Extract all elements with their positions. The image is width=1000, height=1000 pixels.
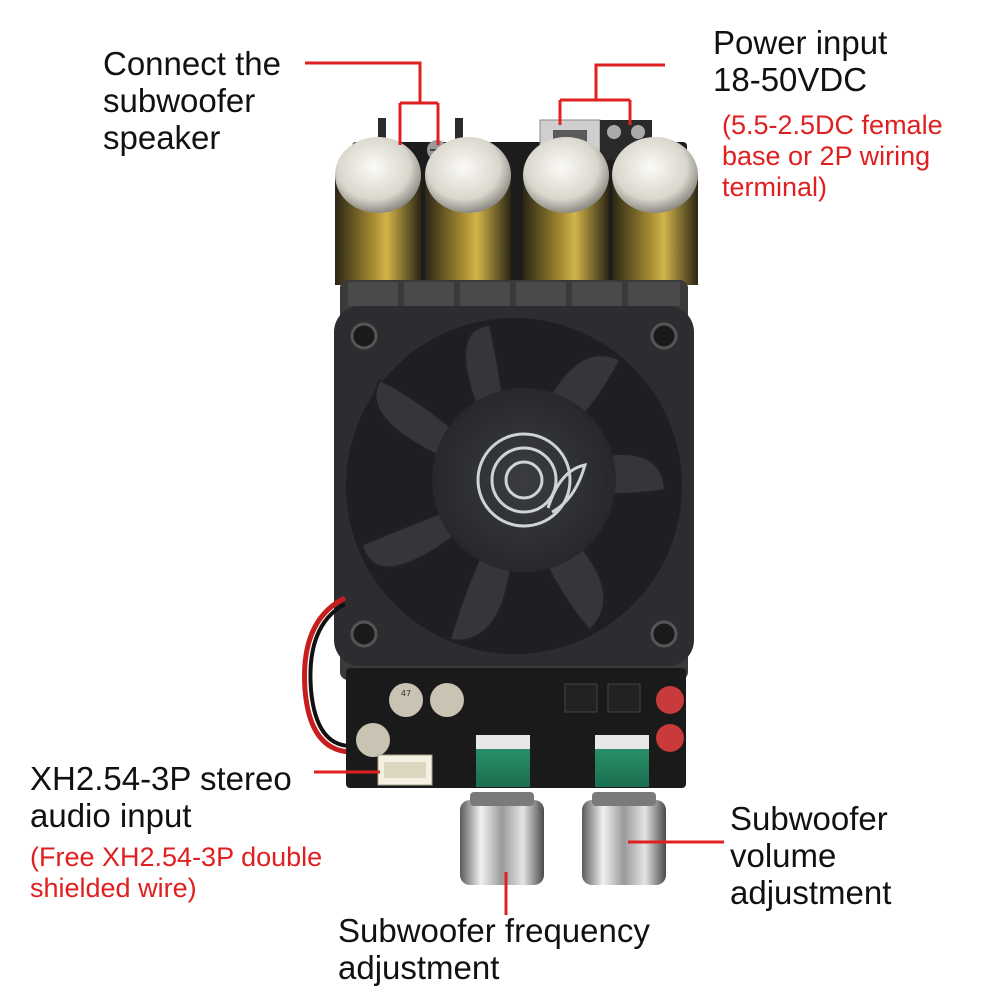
callout-audio-note: (Free XH2.54-3P double shielded wire)	[30, 842, 323, 903]
frequency-knob	[460, 792, 544, 885]
red-capacitors	[656, 686, 684, 752]
capacitor-2	[425, 137, 511, 285]
potentiometer-left	[476, 735, 530, 787]
callout-power-input: Power input 18-50VDC	[713, 24, 888, 98]
capacitor-3	[523, 137, 609, 285]
callout-power-note: (5.5-2.5DC female base or 2P wiring term…	[722, 110, 943, 202]
fan-screws	[350, 322, 678, 648]
callout-subwoofer-speaker: Connect the subwoofer speaker	[103, 45, 281, 156]
callout-frequency: Subwoofer frequency adjustment	[338, 912, 650, 986]
small-capacitor-2	[430, 683, 464, 717]
inductors	[564, 683, 641, 713]
power-callout-line	[558, 63, 665, 125]
xh254-input-connector	[377, 754, 433, 786]
fan-hub	[432, 388, 616, 572]
speaker-callout-line	[305, 61, 440, 145]
potentiometer-right	[595, 735, 649, 787]
callout-volume: Subwoofer volume adjustment	[730, 800, 892, 911]
fan-wire	[302, 595, 351, 755]
small-capacitor-3	[356, 723, 390, 757]
volume-knob	[582, 792, 666, 885]
callout-audio-input: XH2.54-3P stereo audio input	[30, 760, 292, 834]
callout-lines	[305, 61, 724, 915]
small-capacitor-1: 47	[389, 683, 423, 717]
capacitor-4	[612, 137, 698, 285]
capacitor-1	[335, 137, 421, 285]
cap-marking-left: 47	[401, 689, 411, 698]
brand-logo-icon	[476, 432, 588, 528]
heatsink-fins	[348, 282, 680, 306]
